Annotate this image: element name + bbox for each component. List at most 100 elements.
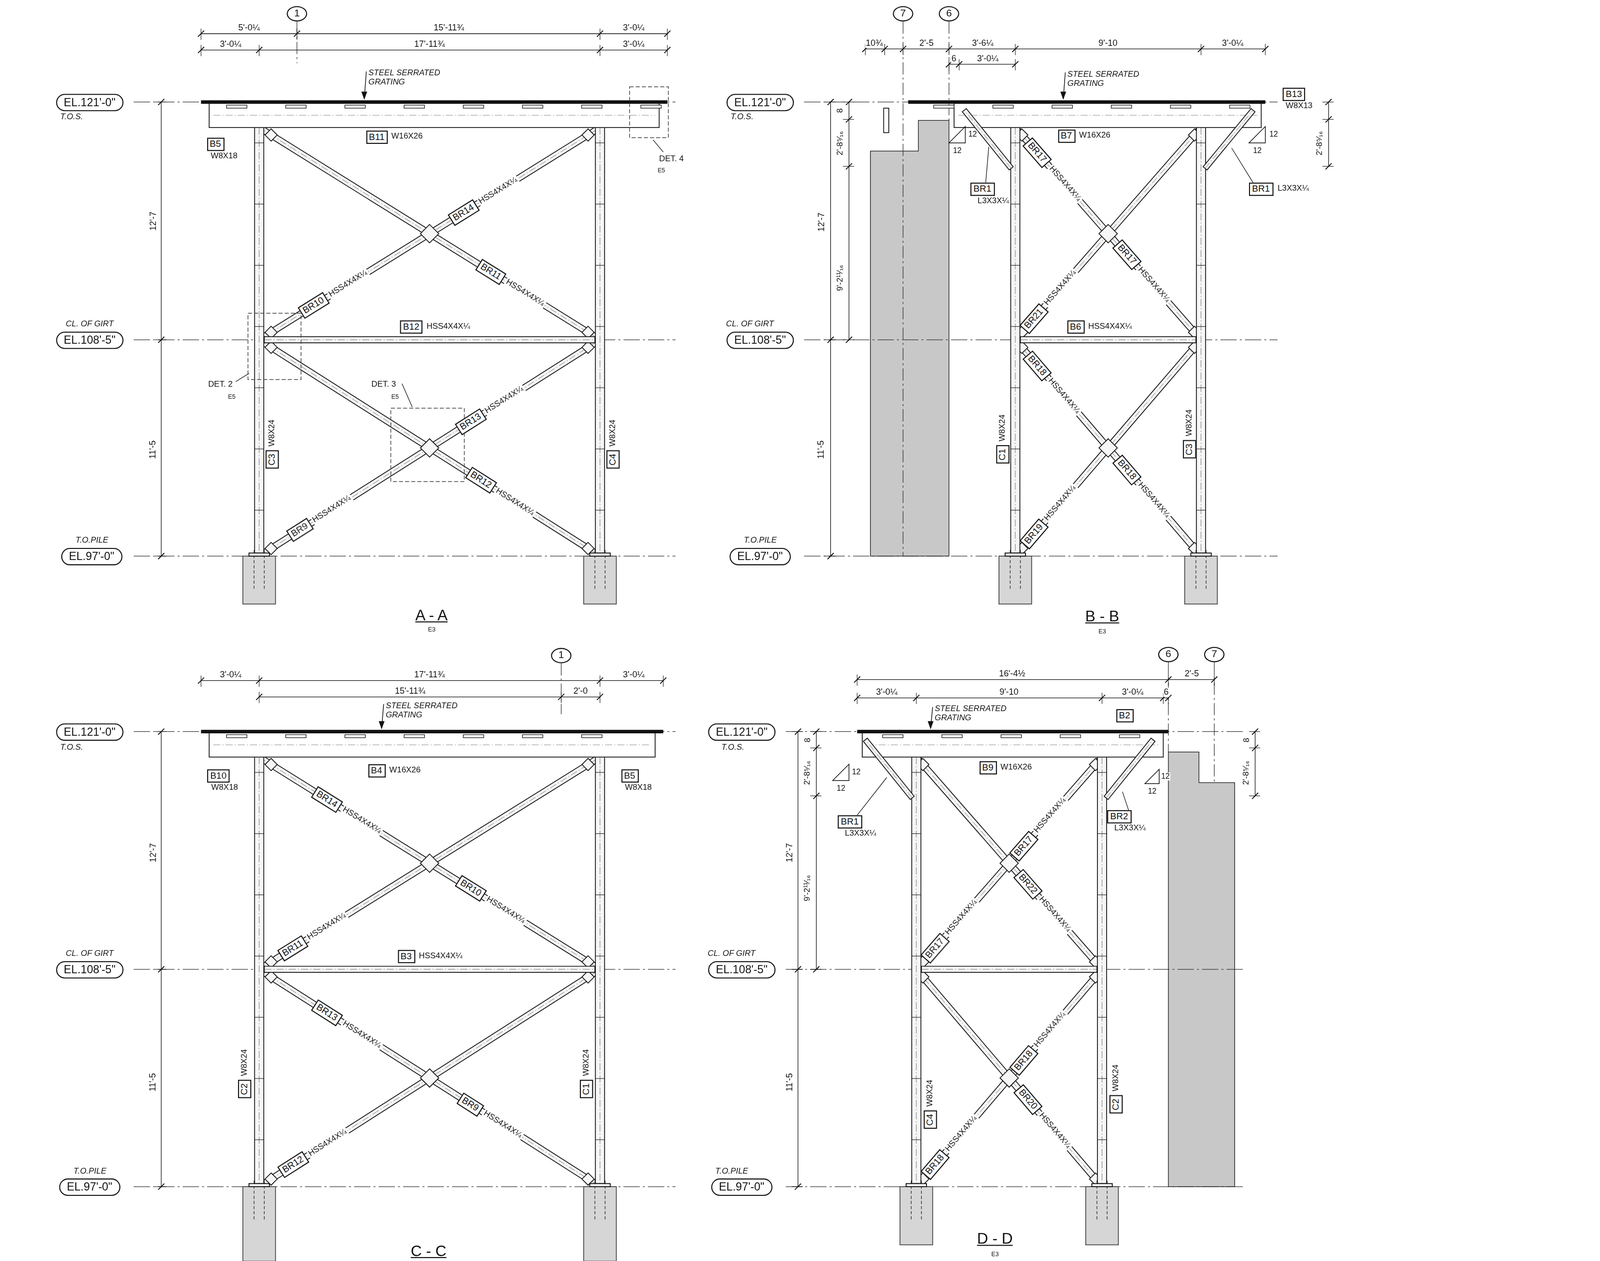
extension-line xyxy=(842,119,855,120)
annotation-text: CL. OF GIRT xyxy=(64,320,115,330)
brace-member xyxy=(1015,339,1202,557)
member-tag: C3 xyxy=(1182,439,1196,458)
annotation-text: HSS4X4X¼ xyxy=(483,894,527,927)
column xyxy=(1196,102,1206,553)
grid-line xyxy=(902,21,904,556)
extension-line xyxy=(154,101,167,103)
annotation-text: HSS4X4X¼ xyxy=(425,322,471,332)
annotation-text: W8X18 xyxy=(209,151,239,161)
annotation-text: W8X24 xyxy=(998,413,1009,443)
annotation-text: W8X24 xyxy=(582,1047,592,1077)
annotation-text: L3X3X¼ xyxy=(976,196,1011,206)
annotation-text: C - C xyxy=(409,1242,448,1260)
annotation-text: 12 xyxy=(967,130,979,140)
dimension-line xyxy=(160,731,162,1187)
beam-centerline xyxy=(213,744,652,745)
extension-line xyxy=(200,44,202,57)
bolt-mark xyxy=(1010,509,1020,511)
bolt-mark xyxy=(254,387,264,389)
annotation-text: 9'-2¹¹⁄₁₆ xyxy=(803,873,813,902)
bolt-mark xyxy=(1097,894,1107,896)
grid-bubble: 1 xyxy=(550,647,572,663)
annotation-text: T.O.S. xyxy=(729,112,755,123)
member-tag-text: BR17 xyxy=(1115,242,1138,267)
grating-clip xyxy=(226,734,247,738)
annotation-text: 6 xyxy=(1162,687,1170,697)
member-tag-text: BR17 xyxy=(1026,140,1050,165)
grating-clip xyxy=(1229,105,1250,109)
member-tag-text: C1 xyxy=(580,1082,591,1095)
base-plate xyxy=(1005,553,1026,557)
annotation-text: 3'-0¼ xyxy=(218,39,243,49)
grating xyxy=(200,100,668,104)
annotation-text: 2'-5 xyxy=(1183,668,1201,679)
annotation-text: CL. OF GIRT xyxy=(725,320,775,330)
member-tag-text: BR18 xyxy=(1011,1048,1035,1073)
bolt-mark xyxy=(911,833,921,834)
extension-line xyxy=(810,731,822,732)
gusset-plate xyxy=(581,758,594,771)
dimension-line xyxy=(200,680,663,681)
elevation-tag-text: EL.97'-0" xyxy=(66,1179,113,1193)
beam xyxy=(209,102,660,128)
dimension-line xyxy=(200,33,668,34)
member-tag-text: B12 xyxy=(403,321,420,332)
extension-line xyxy=(154,968,167,970)
annotation-text: T.O.PILE xyxy=(74,536,110,546)
member-tag: C2 xyxy=(1109,1094,1123,1113)
member-tag: B13 xyxy=(1282,87,1306,101)
annotation-text: 3'-0¼ xyxy=(621,39,646,49)
elevation-tag: EL.121'-0" xyxy=(707,722,776,741)
elevation-tag: EL.108'-5" xyxy=(707,960,776,979)
elevation-tag: EL.108'-5" xyxy=(55,331,124,349)
bolt-mark xyxy=(911,771,921,773)
annotation-text: 12'-7 xyxy=(148,210,158,232)
dimension-line xyxy=(160,101,162,557)
elevation-tag-text: EL.108'-5" xyxy=(63,333,116,346)
column xyxy=(258,732,260,1184)
grating-clip xyxy=(522,105,543,109)
bolt-mark xyxy=(254,1139,264,1140)
annotation-text: 12 xyxy=(851,768,862,777)
annotation-text: 6 xyxy=(950,53,958,64)
knee-brace xyxy=(1203,108,1255,170)
column xyxy=(1097,732,1107,1184)
annotation-text: W8X18 xyxy=(210,783,239,793)
brace-member xyxy=(257,966,602,1190)
annotation-text: 15'-11¾ xyxy=(432,23,465,33)
member-tag: B11 xyxy=(365,129,388,143)
brace-member xyxy=(1012,337,1204,559)
dimension-line xyxy=(797,731,799,1187)
annotation-text: 17'-11¾ xyxy=(413,670,446,680)
grid-bubble-text: 6 xyxy=(946,8,953,19)
extension-line xyxy=(810,968,822,970)
annotation-text: 9'-10 xyxy=(998,687,1020,697)
member-tag-text: BR18 xyxy=(1115,457,1138,482)
annotation-text: W16X26 xyxy=(388,765,422,775)
girt-member xyxy=(264,968,595,970)
bolt-mark xyxy=(595,265,605,266)
bolt-mark xyxy=(1010,203,1020,205)
annotation-text: W8X24 xyxy=(608,418,618,448)
detail-box xyxy=(248,313,302,380)
annotation-text: HSS4X4X¼ xyxy=(1135,265,1172,306)
annotation-text: STEEL SERRATED GRATING xyxy=(384,701,473,720)
annotation-text: 9'-2¹¹⁄₁₆ xyxy=(836,263,846,292)
extension-line xyxy=(791,731,803,732)
annotation-text: E3 xyxy=(1097,628,1108,635)
extension-line xyxy=(662,675,664,687)
member-tag: BR1 xyxy=(970,182,995,196)
annotation-text: 3'-0¼ xyxy=(1221,38,1245,48)
brace-member xyxy=(257,336,602,559)
extension-line xyxy=(599,28,601,40)
base-plate xyxy=(1091,1183,1112,1187)
elevation-tag: EL.108'-5" xyxy=(55,960,124,979)
grating-clip xyxy=(992,105,1013,109)
elevation-tag-text: EL.108'-5" xyxy=(63,962,116,975)
member-tag-text: BR9 xyxy=(460,1094,481,1113)
member-tag-text: B13 xyxy=(1285,88,1303,99)
slope-triangle xyxy=(832,764,850,781)
member-tag-text: C3 xyxy=(1183,443,1194,455)
elevation-tag: EL.121'-0" xyxy=(726,93,795,111)
grating-clip xyxy=(463,734,484,738)
